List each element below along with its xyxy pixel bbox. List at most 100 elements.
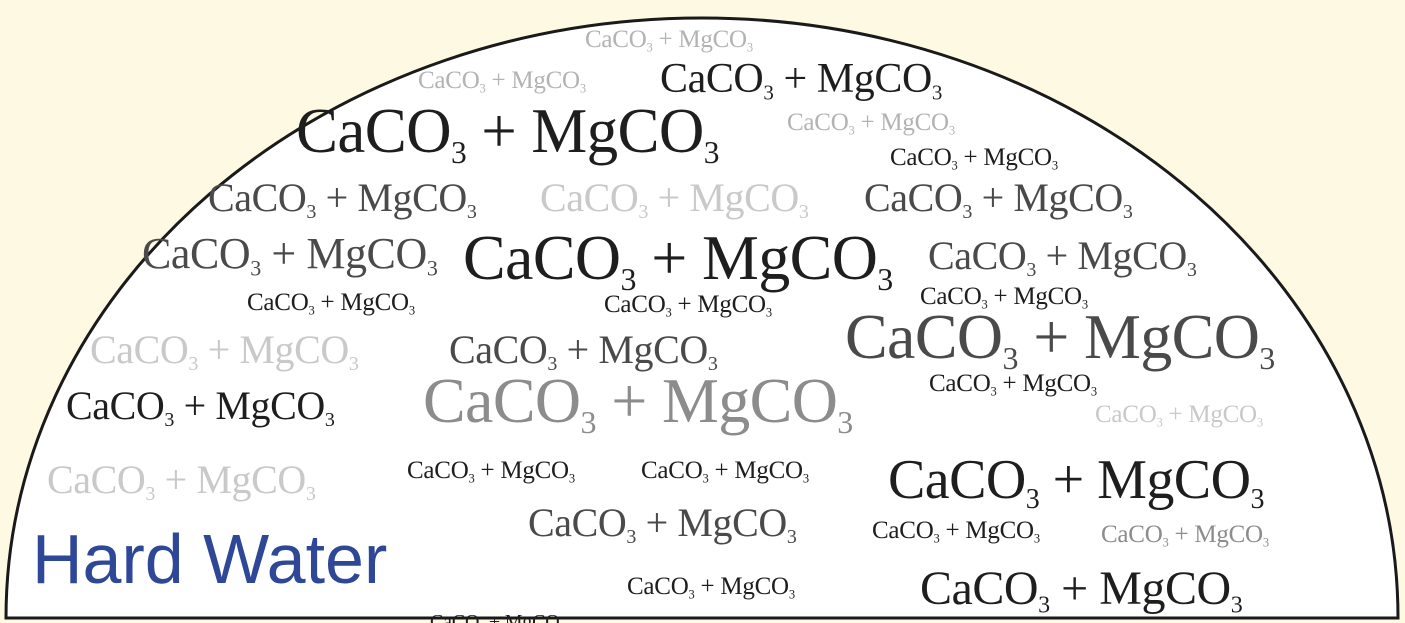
calcium-part: CaCO (463, 222, 621, 293)
formula-label: CaCO3 + MgCO3 (208, 175, 477, 223)
plus-sign: + (595, 365, 663, 436)
magnesium-part: MgCO (531, 96, 704, 166)
plus-sign: + (485, 67, 512, 94)
magnesium-part: MgCO (983, 144, 1052, 171)
calcium-subscript: 3 (547, 353, 558, 375)
calcium-part: CaCO (90, 327, 189, 372)
calcium-subscript: 3 (620, 261, 636, 298)
calcium-part: CaCO (585, 26, 647, 53)
plus-sign: + (316, 175, 358, 220)
magnesium-subscript: 3 (707, 353, 718, 375)
magnesium-part: MgCO (306, 229, 427, 278)
magnesium-subscript: 3 (798, 201, 809, 223)
plus-sign: + (636, 500, 678, 545)
magnesium-part: MgCO (734, 457, 803, 484)
calcium-subscript: 3 (638, 201, 649, 223)
formula-label: CaCO3 + MgCO3 (463, 226, 893, 298)
plus-sign: + (996, 370, 1023, 397)
magnesium-subscript: 3 (579, 81, 586, 96)
magnesium-part: MgCO (357, 175, 467, 220)
calcium-part: CaCO (787, 109, 849, 136)
plus-sign: + (466, 96, 532, 166)
magnesium-part: MgCO (1077, 233, 1187, 278)
formula-label: CaCO3 + MgCO3 (423, 369, 853, 441)
calcium-subscript: 3 (688, 587, 695, 602)
formula-label: CaCO3 + MgCO3 (888, 449, 1265, 515)
magnesium-subscript: 3 (1250, 483, 1264, 515)
magnesium-subscript: 3 (802, 471, 809, 486)
formula-label: CaCO3 + MgCO3 (604, 292, 772, 319)
magnesium-part: MgCO (678, 26, 747, 53)
calcium-part: CaCO (1101, 521, 1163, 548)
calcium-subscript: 3 (702, 471, 709, 486)
calcium-part: CaCO (449, 327, 548, 372)
calcium-part: CaCO (47, 457, 146, 502)
formula-label: CaCO3 + MgCO3 (585, 27, 753, 54)
plus-sign: + (260, 229, 307, 278)
calcium-part: CaCO (528, 500, 627, 545)
formula-label: CaCO3 + MgCO3 (641, 458, 809, 485)
plus-sign: + (648, 175, 690, 220)
calcium-part: CaCO (142, 229, 251, 278)
calcium-subscript: 3 (450, 135, 467, 171)
formula-label: CaCO3 + MgCO3 (247, 290, 415, 317)
magnesium-part: MgCO (1084, 301, 1260, 372)
plus-sign: + (854, 109, 881, 136)
magnesium-subscript: 3 (1033, 531, 1040, 546)
calcium-subscript: 3 (468, 471, 475, 486)
formula-label: CaCO3 + MgCO3 (142, 229, 438, 280)
magnesium-part: MgCO (880, 109, 949, 136)
magnesium-part: MgCO (662, 365, 838, 436)
magnesium-part: MgCO (215, 383, 325, 428)
magnesium-subscript: 3 (1051, 158, 1058, 173)
plus-sign: + (987, 283, 1014, 310)
calcium-subscript: 3 (962, 201, 973, 223)
magnesium-part: MgCO (816, 56, 932, 102)
magnesium-subscript: 3 (837, 404, 853, 441)
calcium-subscript: 3 (1026, 259, 1037, 281)
plus-sign: + (694, 573, 721, 600)
calcium-part: CaCO (660, 56, 764, 102)
plus-sign: + (484, 611, 505, 623)
magnesium-subscript: 3 (305, 483, 316, 505)
magnesium-part: MgCO (1022, 370, 1091, 397)
magnesium-subscript: 3 (1122, 201, 1133, 223)
plus-sign: + (652, 26, 679, 53)
plus-sign: + (557, 327, 599, 372)
calcium-subscript: 3 (951, 158, 958, 173)
dome-shape (4, 16, 1400, 620)
formula-label: CaCO3 + MgCO3 (418, 68, 586, 95)
magnesium-subscript: 3 (324, 409, 335, 431)
plus-sign: + (1162, 401, 1189, 428)
magnesium-part: MgCO (677, 500, 787, 545)
calcium-part: CaCO (928, 233, 1027, 278)
calcium-part: CaCO (208, 175, 307, 220)
formula-label: CaCO3 + MgCO3 (920, 565, 1243, 618)
formula-label: CaCO3 + MgCO3 (627, 574, 795, 601)
calcium-subscript: 3 (1162, 535, 1169, 550)
calcium-subscript: 3 (1002, 340, 1018, 377)
magnesium-subscript: 3 (1186, 259, 1197, 281)
calcium-part: CaCO (641, 457, 703, 484)
magnesium-part: MgCO (1013, 175, 1123, 220)
magnesium-subscript: 3 (1259, 340, 1275, 377)
plus-sign: + (174, 383, 216, 428)
calcium-subscript: 3 (1156, 415, 1163, 430)
magnesium-part: MgCO (598, 327, 708, 372)
magnesium-subscript: 3 (1262, 535, 1269, 550)
formula-label: CaCO3 + MgCO3 (660, 58, 942, 103)
calcium-part: CaCO (66, 383, 165, 428)
formula-label: CaCO3 + MgCO3 (449, 327, 718, 375)
plus-sign: + (773, 56, 817, 102)
calcium-part: CaCO (418, 67, 480, 94)
calcium-part: CaCO (430, 611, 480, 623)
formula-label: CaCO3 + MgCO3 (1095, 402, 1263, 429)
calcium-subscript: 3 (164, 409, 175, 431)
magnesium-subscript: 3 (765, 305, 772, 320)
calcium-part: CaCO (627, 573, 689, 600)
plus-sign: + (155, 457, 197, 502)
magnesium-part: MgCO (702, 222, 878, 293)
plus-sign: + (1039, 449, 1098, 511)
